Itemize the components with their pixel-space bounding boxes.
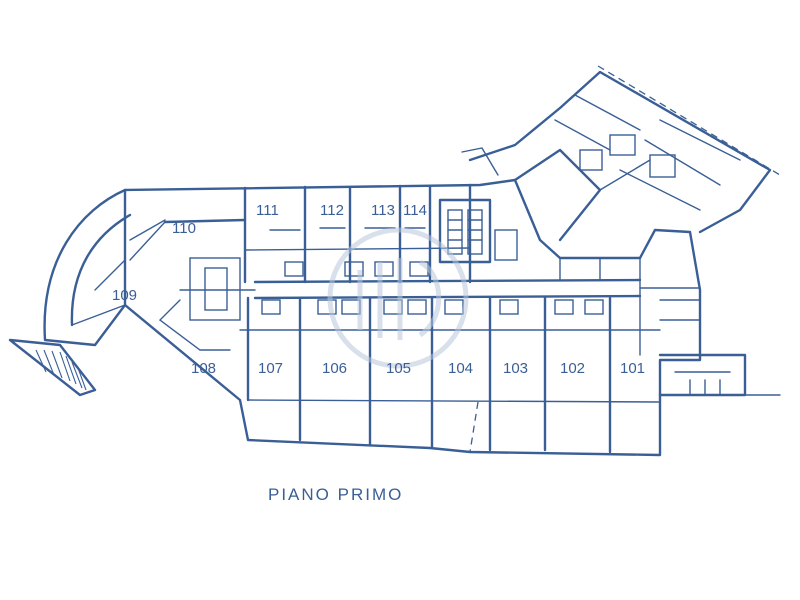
watermark-logo (327, 227, 469, 369)
unit-label-102: 102 (560, 360, 585, 377)
unit-label-105: 105 (386, 360, 411, 377)
unit-label-106: 106 (322, 360, 347, 377)
ramp-hatching (35, 349, 87, 391)
building-outline (8, 65, 781, 457)
unit-label-114: 114 (403, 202, 427, 219)
east-rooms (559, 257, 701, 356)
unit-label-103: 103 (503, 360, 528, 377)
unit-label-108: 108 (191, 360, 216, 377)
central-corridor (179, 278, 701, 300)
unit-label-109: 109 (112, 287, 137, 304)
unit-label-107: 107 (258, 360, 283, 377)
unit-label-113: 113 (371, 202, 395, 219)
unit-label-101: 101 (620, 360, 645, 377)
unit-label-104: 104 (448, 360, 473, 377)
south-partitions (239, 296, 661, 454)
unit-label-111: 111 (256, 202, 279, 219)
unit-label-112: 112 (320, 202, 344, 219)
floor-title: PIANO PRIMO (268, 485, 403, 504)
service-core (438, 198, 518, 264)
unit-labels: 101 102 103 104 105 106 107 108 109 110 … (112, 202, 645, 377)
unit-label-110: 110 (172, 220, 196, 237)
